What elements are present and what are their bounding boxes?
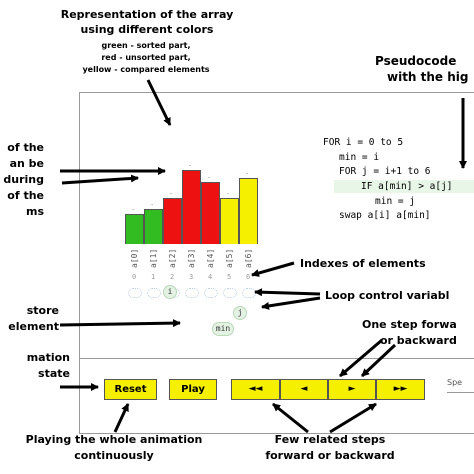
code-line: swap a[i] a[min] — [339, 210, 431, 221]
bar-top-marker: - — [132, 206, 135, 213]
step-back-button[interactable]: ◄ — [280, 379, 328, 400]
arrow-step-forward — [360, 343, 397, 378]
variable-slot — [223, 288, 237, 298]
bar-top-marker: - — [227, 190, 230, 197]
step-forward-many-button[interactable]: ►► — [376, 379, 425, 400]
variable-slot — [128, 288, 142, 298]
code-line: FOR j = i+1 to 6 — [339, 166, 431, 177]
callout-values: of the an be d during of the ms — [0, 141, 44, 218]
loop-variable-i: i — [163, 285, 177, 299]
arrow-values-2 — [61, 174, 139, 185]
play-button[interactable]: Play — [169, 379, 217, 400]
bar-top-marker: - — [189, 162, 192, 169]
array-bar — [182, 170, 201, 244]
arrow-step-back — [339, 338, 383, 378]
animation-panel — [79, 92, 474, 434]
step-back-many-button[interactable]: ◄◄ — [231, 379, 280, 400]
index-label: 4 — [208, 273, 213, 281]
index-label: 1 — [151, 273, 156, 281]
arrow-indexes — [251, 261, 295, 277]
array-bar — [220, 198, 239, 244]
array-bar — [144, 209, 163, 244]
min-variable: min — [212, 322, 234, 336]
arrow-representation — [146, 79, 172, 126]
pseudocode-highlight — [334, 180, 474, 193]
index-label: 6 — [246, 273, 251, 281]
index-label: 5 — [227, 273, 232, 281]
variable-slot — [204, 288, 218, 298]
bar-top-marker: - — [170, 190, 173, 197]
arrow-play — [113, 403, 130, 433]
variable-slot — [147, 288, 161, 298]
array-bar — [163, 198, 182, 244]
speed-label: Spe — [447, 378, 463, 387]
code-line: min = i — [339, 152, 380, 163]
callout-one-step: One step forwa or backward — [362, 318, 457, 347]
callout-pseudocode: Pseudocode with the hig — [375, 54, 469, 84]
step-forward-button[interactable]: ► — [328, 379, 376, 400]
bar-top-marker: - — [246, 170, 249, 177]
speed-slider[interactable] — [447, 392, 474, 393]
code-line: IF a[min] > a[j] — [361, 181, 453, 192]
arrow-few-back — [272, 402, 309, 434]
callout-color-legend: green - sorted part, red - unsorted part… — [82, 41, 210, 74]
bar-top-marker: - — [151, 201, 154, 208]
index-label: 2 — [170, 273, 175, 281]
code-line: FOR i = 0 to 5 — [323, 137, 404, 148]
bar-top-marker: - — [208, 174, 211, 181]
callout-play: Playing the whole animation continuously — [25, 433, 203, 462]
array-bar — [201, 182, 220, 244]
array-bar — [125, 214, 144, 244]
arrow-loop-1 — [254, 288, 321, 297]
array-bar — [239, 178, 258, 244]
arrow-loop-2 — [261, 296, 321, 310]
code-line: min = j — [375, 196, 416, 207]
arrow-store — [59, 319, 181, 328]
loop-variable-j: j — [233, 306, 247, 320]
control-bar-divider — [79, 358, 474, 359]
reset-button[interactable]: Reset — [104, 379, 157, 400]
variable-slot — [185, 288, 199, 298]
index-label: 3 — [189, 273, 194, 281]
callout-indexes: Indexes of elements — [300, 257, 426, 270]
callout-store-element: store element — [8, 304, 59, 333]
arrow-few-forward — [329, 402, 377, 434]
callout-loop-variables: Loop control variabl — [325, 289, 450, 302]
index-label: 0 — [132, 273, 137, 281]
callout-animation-state: mation state — [26, 351, 70, 380]
callout-representation: Representation of the array using differ… — [60, 8, 234, 36]
callout-few-steps: Few related steps forward or backward — [265, 433, 395, 462]
